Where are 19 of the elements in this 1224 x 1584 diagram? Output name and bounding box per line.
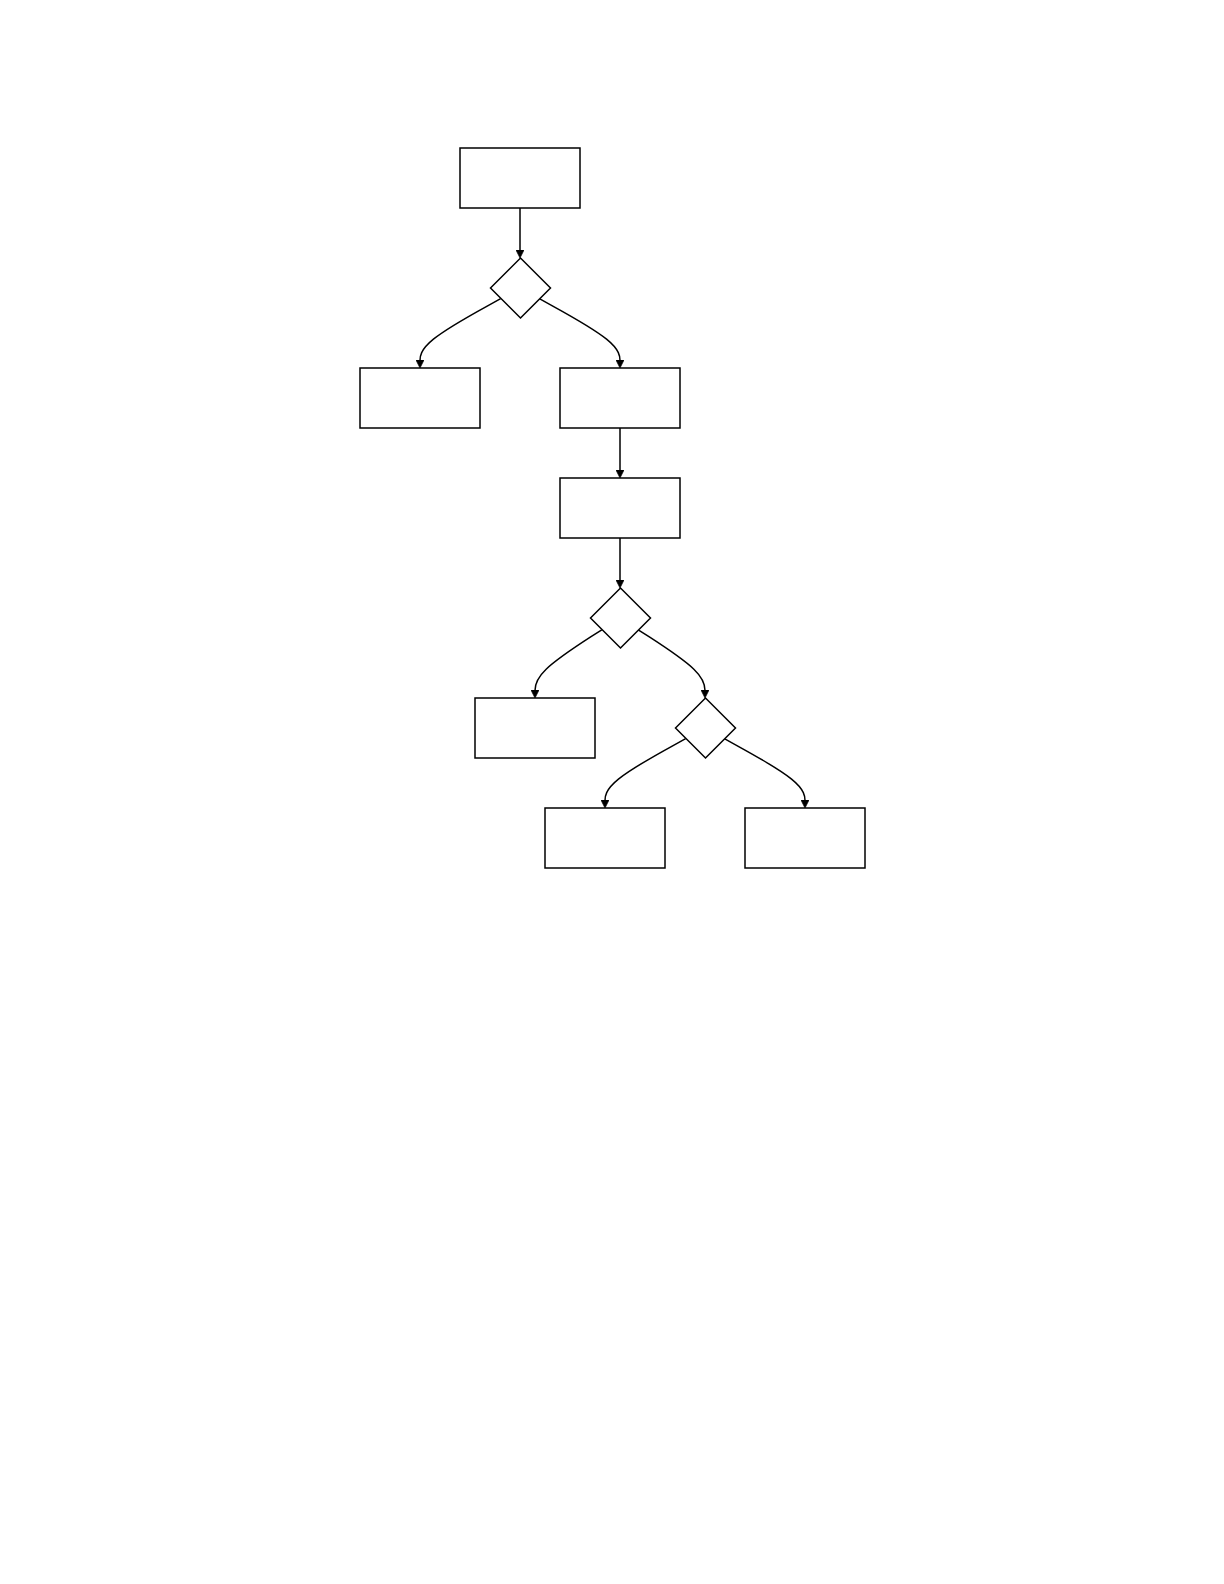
arrow bbox=[530, 629, 603, 699]
node-diamond bbox=[488, 256, 552, 320]
arrow bbox=[723, 737, 809, 809]
node-diamond bbox=[588, 586, 652, 650]
node-diamond bbox=[673, 696, 737, 760]
arrow bbox=[636, 629, 709, 699]
arrow bbox=[600, 737, 686, 809]
node-box bbox=[543, 807, 666, 869]
node-box bbox=[358, 367, 481, 429]
arrow bbox=[538, 297, 624, 369]
node-box bbox=[558, 367, 681, 429]
node-box bbox=[473, 697, 596, 759]
node-box bbox=[743, 807, 866, 869]
arrow bbox=[515, 207, 524, 259]
node-box bbox=[458, 147, 581, 209]
arrow bbox=[415, 297, 501, 369]
node-box bbox=[558, 477, 681, 539]
arrow bbox=[615, 427, 624, 479]
arrow bbox=[615, 537, 624, 589]
